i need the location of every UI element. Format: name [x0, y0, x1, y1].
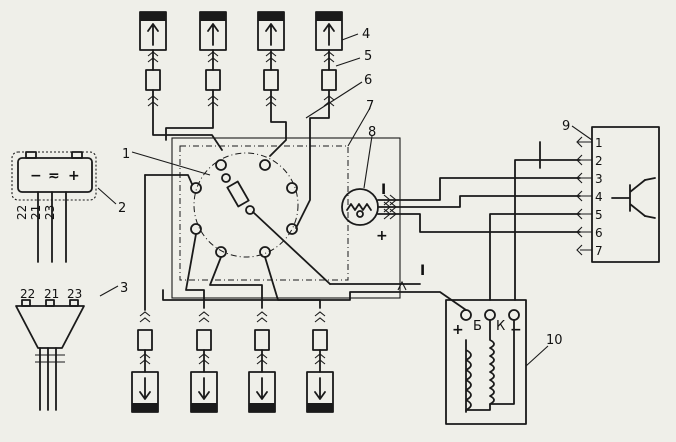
- spark-plug: [257, 11, 285, 51]
- spark-plug: [190, 371, 218, 413]
- pin-2: 2: [595, 154, 603, 168]
- spark-plug: [199, 11, 227, 51]
- spark-plug: [306, 371, 334, 413]
- label-7: 7: [366, 99, 374, 114]
- spark-plug: [248, 371, 276, 413]
- coil-plus: +: [452, 322, 464, 338]
- label-6: 6: [364, 73, 372, 88]
- distributor: [171, 137, 401, 299]
- socket-pin-21: 21: [29, 205, 43, 220]
- connector-plug: 22 21 23: [15, 287, 85, 411]
- bottom-high-voltage-wires: [137, 174, 328, 373]
- top-high-voltage-wires: [145, 49, 337, 229]
- socket-pin-22: 22: [15, 205, 29, 220]
- module-pins: 1 2 3 4 5 6 7: [576, 136, 603, 258]
- label-1: 1: [122, 147, 130, 162]
- ignition-coil: + Б К −: [445, 299, 527, 425]
- spark-plug: [315, 11, 343, 51]
- label-5: 5: [364, 49, 372, 64]
- socket-pin-23: 23: [43, 205, 57, 220]
- bottom-spark-plugs: [131, 371, 334, 413]
- pin-7: 7: [595, 244, 603, 258]
- sensor-plus: +: [376, 228, 388, 244]
- label-8: 8: [368, 125, 376, 140]
- callouts: 1 2 3 4 5 6 7 8 9 10: [97, 27, 593, 367]
- pin-6: 6: [595, 226, 603, 240]
- spark-plug: [131, 371, 159, 413]
- coil-minus: −: [510, 322, 522, 338]
- top-spark-plugs: [139, 11, 343, 51]
- pin-4: 4: [595, 190, 603, 204]
- hall-sensor: I +: [341, 182, 388, 244]
- pin-3: 3: [595, 172, 603, 186]
- sensor-mark-i: I: [381, 182, 386, 198]
- plug-pin-21: 21: [44, 287, 59, 301]
- switch-module: 1 2 3 4 5 6 7: [576, 126, 660, 263]
- wire-mark-i: I: [420, 263, 425, 279]
- pin-1: 1: [595, 136, 603, 150]
- label-2: 2: [118, 201, 126, 216]
- label-3: 3: [120, 281, 128, 296]
- plug-pin-23: 23: [67, 287, 82, 301]
- coil-terminal-b: Б: [473, 319, 482, 334]
- spark-plug: [139, 11, 167, 51]
- socket-sign-plus: +: [68, 168, 80, 184]
- sensor-module-wires: [377, 141, 581, 301]
- plug-pin-22: 22: [20, 287, 35, 301]
- label-9: 9: [562, 119, 570, 134]
- socket-sign-signal: ≂: [48, 168, 60, 184]
- coil-supply-wires: I: [162, 263, 467, 311]
- label-10: 10: [546, 333, 563, 348]
- label-4: 4: [362, 27, 370, 42]
- socket-sign-minus: −: [30, 168, 42, 184]
- coil-terminal-k: К: [496, 319, 505, 334]
- pin-5: 5: [595, 208, 603, 222]
- connector-socket: − ≂ + 22 21 23: [11, 151, 97, 263]
